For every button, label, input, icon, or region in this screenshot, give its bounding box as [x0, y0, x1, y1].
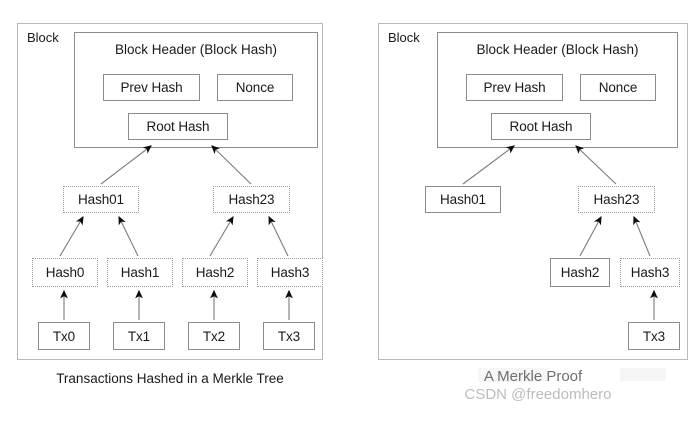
- watermark-smudge: [478, 368, 548, 382]
- right-root-hash-box: Root Hash: [491, 113, 591, 140]
- left-tx3-node: Tx3: [263, 322, 315, 350]
- right-hash01-node: Hash01: [425, 186, 501, 213]
- left-hash23-node: Hash23: [213, 186, 290, 213]
- left-hash2-node: Hash2: [182, 258, 248, 287]
- left-hash0-node: Hash0: [32, 258, 98, 287]
- left-panel-caption: Transactions Hashed in a Merkle Tree: [56, 371, 284, 386]
- left-block-label: Block: [27, 30, 59, 45]
- left-tx0-node: Tx0: [38, 322, 90, 350]
- left-hash01-node: Hash01: [63, 186, 139, 213]
- right-nonce-box: Nonce: [580, 74, 656, 101]
- right-block-header-title: Block Header (Block Hash): [476, 42, 639, 57]
- right-tx3-node: Tx3: [628, 322, 680, 350]
- left-root-hash-box: Root Hash: [128, 113, 228, 140]
- left-tx1-node: Tx1: [113, 322, 165, 350]
- right-panel-caption: A Merkle Proof: [483, 368, 583, 385]
- left-hash3-node: Hash3: [257, 258, 323, 287]
- right-block-label: Block: [388, 30, 420, 45]
- right-hash23-node: Hash23: [578, 186, 655, 213]
- right-hash3-node: Hash3: [620, 258, 680, 287]
- right-prev-hash-box: Prev Hash: [466, 74, 563, 101]
- left-tx2-node: Tx2: [188, 322, 240, 350]
- left-nonce-box: Nonce: [217, 74, 293, 101]
- left-block-header-title: Block Header (Block Hash): [114, 42, 278, 57]
- right-hash2-node: Hash2: [550, 258, 610, 287]
- csdn-watermark: CSDN @freedomhero: [464, 386, 612, 403]
- watermark-smudge-2: [620, 368, 666, 381]
- left-hash1-node: Hash1: [107, 258, 173, 287]
- left-prev-hash-box: Prev Hash: [103, 74, 200, 101]
